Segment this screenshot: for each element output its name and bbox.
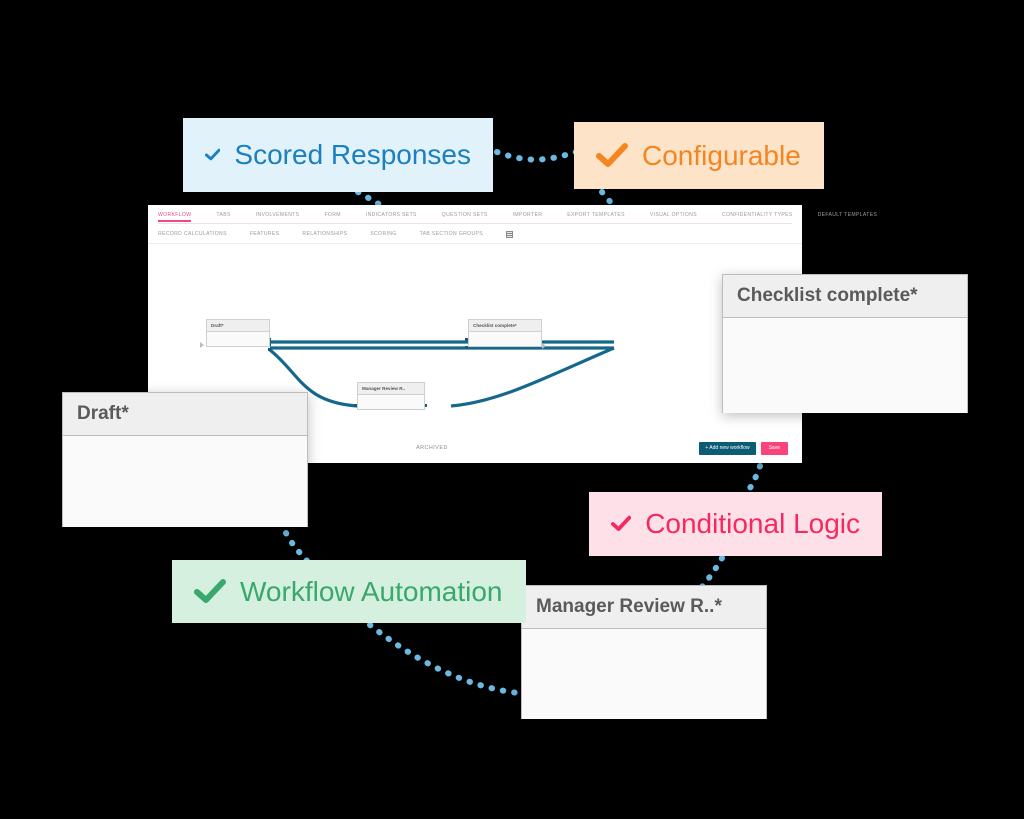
flow-node-manager-title: Manager Review R.. [358, 383, 424, 395]
flow-node-checklist-title: Checklist complete* [469, 320, 541, 332]
flow-node-draft-in-arrow [200, 342, 204, 348]
save-button[interactable]: Save [760, 441, 788, 455]
add-new-workflow-button[interactable]: + Add new workflow [699, 441, 756, 455]
callout-conditional-logic[interactable]: Conditional Logic [589, 492, 882, 556]
flow-node-draft-body [207, 332, 269, 346]
tab-record-calculations[interactable]: RECORD CALCULATIONS [158, 231, 227, 238]
tab-scoring[interactable]: SCORING [370, 231, 397, 238]
zoom-card-manager-title: Manager Review R..* [522, 586, 766, 629]
tab-workflow[interactable]: WORKFLOW [158, 212, 192, 223]
zoom-card-draft-body [63, 436, 307, 527]
flow-node-manager-port-out[interactable] [424, 404, 427, 407]
zoom-card-manager-body [522, 629, 766, 719]
flow-node-draft[interactable]: Draft* [206, 319, 270, 347]
workflow-edges [268, 340, 615, 408]
callout-scored-responses-label: Scored Responses [234, 139, 471, 170]
tab-bar: WORKFLOW TABS INVOLVEMENTS FORM INDICATO… [148, 205, 877, 244]
flow-node-checklist-port-a[interactable] [465, 338, 468, 341]
zoom-card-manager[interactable]: Manager Review R..* [521, 585, 767, 719]
connector-scored-to-configurable [494, 149, 579, 163]
tab-relationships[interactable]: RELATIONSHIPS [302, 231, 348, 238]
checkmark-icon [194, 578, 226, 603]
zoom-card-draft[interactable]: Draft* [62, 392, 308, 527]
tab-export-templates[interactable]: EXPORT TEMPLATES [567, 211, 625, 218]
tab-default-templates[interactable]: DEFAULT TEMPLATES [817, 211, 878, 218]
flow-node-manager[interactable]: Manager Review R.. [357, 382, 425, 410]
callout-scored-responses[interactable]: Scored Responses [183, 118, 493, 192]
tab-visual-options[interactable]: VISUAL OPTIONS [649, 211, 697, 218]
connector-automation-to-manager [367, 622, 531, 697]
checkmark-icon [596, 142, 628, 167]
flow-node-manager-body [358, 395, 424, 409]
tab-features[interactable]: FEATURES [249, 231, 280, 238]
flow-node-checklist[interactable]: Checklist complete* [468, 319, 542, 347]
tab-importer[interactable]: IMPORTER [512, 211, 543, 218]
checkmark-icon [205, 148, 221, 161]
flow-node-draft-title: Draft* [207, 320, 269, 332]
zoom-card-draft-title: Draft* [63, 393, 307, 436]
zoom-card-checklist-body [723, 318, 967, 413]
zoom-card-checklist-title: Checklist complete* [723, 275, 967, 318]
flow-node-draft-port-c[interactable] [268, 348, 271, 351]
flow-node-checklist-port-b[interactable] [465, 346, 468, 349]
tab-tab-section-groups[interactable]: TAB SECTION GROUPS [419, 231, 483, 238]
callout-conditional-logic-label: Conditional Logic [645, 508, 860, 539]
tab-form[interactable]: FORM [324, 211, 341, 218]
zoom-card-checklist[interactable]: Checklist complete* [722, 274, 968, 413]
connector-window-to-conditional [745, 463, 763, 495]
flow-node-checklist-out-arrow [542, 343, 546, 349]
connector-draft-to-automation [283, 530, 311, 565]
flow-node-manager-port-in[interactable] [354, 404, 357, 407]
flow-node-checklist-body [469, 332, 541, 346]
grid-view-icon[interactable] [505, 231, 513, 238]
tab-indicators-sets[interactable]: INDICATORS SETS [365, 211, 417, 218]
archived-label: ARCHIVED [416, 445, 448, 451]
tab-row-secondary: RECORD CALCULATIONS FEATURES RELATIONSHI… [158, 224, 792, 243]
callout-configurable[interactable]: Configurable [574, 122, 824, 189]
callout-workflow-automation-label: Workflow Automation [240, 575, 503, 607]
tab-tabs[interactable]: TABS [216, 211, 231, 218]
edge-draft-to-manager [268, 348, 358, 408]
checkmark-icon [611, 515, 632, 531]
tab-question-sets[interactable]: QUESTION SETS [441, 211, 488, 218]
callout-workflow-automation[interactable]: Workflow Automation [172, 560, 526, 623]
callout-configurable-label: Configurable [642, 139, 801, 171]
footer-actions: + Add new workflow Save [699, 441, 788, 455]
edge-manager-to-checklist [450, 346, 615, 408]
tab-involvements[interactable]: INVOLVEMENTS [255, 211, 300, 218]
tab-row-primary: WORKFLOW TABS INVOLVEMENTS FORM INDICATO… [158, 205, 877, 224]
tab-confidentiality-types[interactable]: CONFIDENTIALITY TYPES [722, 211, 793, 218]
